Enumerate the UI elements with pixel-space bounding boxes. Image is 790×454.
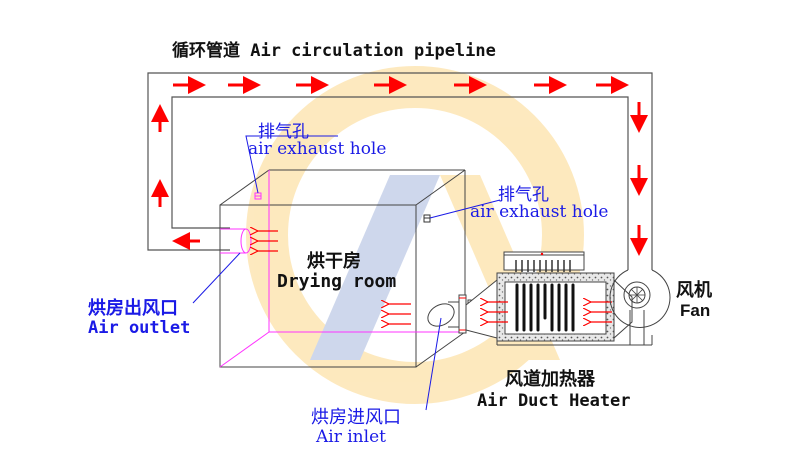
fan	[609, 269, 671, 345]
air-inlet-label-en: Air inlet	[316, 427, 386, 447]
air-outlet-label-en: Air outlet	[88, 318, 191, 338]
exhaust-hole-right	[423, 214, 431, 223]
heater-arrows	[487, 302, 612, 322]
exhaust-hole-right-label-cn: 排气孔	[498, 185, 549, 205]
callout-leaders	[192, 135, 501, 411]
drying-room-label-cn: 烘干房	[307, 251, 361, 272]
air-outlet-label-cn: 烘房出风口	[88, 298, 178, 319]
room-arrows-outlet	[257, 231, 278, 251]
exhaust-hole-right-label-en: air exhaust hole	[470, 202, 609, 222]
fan-label-cn: 风机	[676, 280, 712, 301]
circulation-pipeline	[147, 72, 653, 270]
air-duct-heater-label-en: Air Duct Heater	[477, 391, 631, 411]
air-duct-heater-label-cn: 风道加热器	[505, 369, 595, 390]
exhaust-hole-top-label-cn: 排气孔	[258, 122, 309, 142]
room-arrows-inlet	[388, 304, 411, 324]
drying-room	[219, 169, 466, 368]
air-inlet-port	[427, 294, 472, 334]
exhaust-hole-top-label-en: air exhaust hole	[248, 139, 387, 159]
air-inlet-label-cn: 烘房进风口	[311, 407, 401, 428]
drying-room-label-en: Drying room	[277, 271, 397, 292]
fan-label-en: Fan	[680, 301, 711, 320]
diagram-title: 循环管道 Air circulation pipeline	[172, 41, 496, 61]
